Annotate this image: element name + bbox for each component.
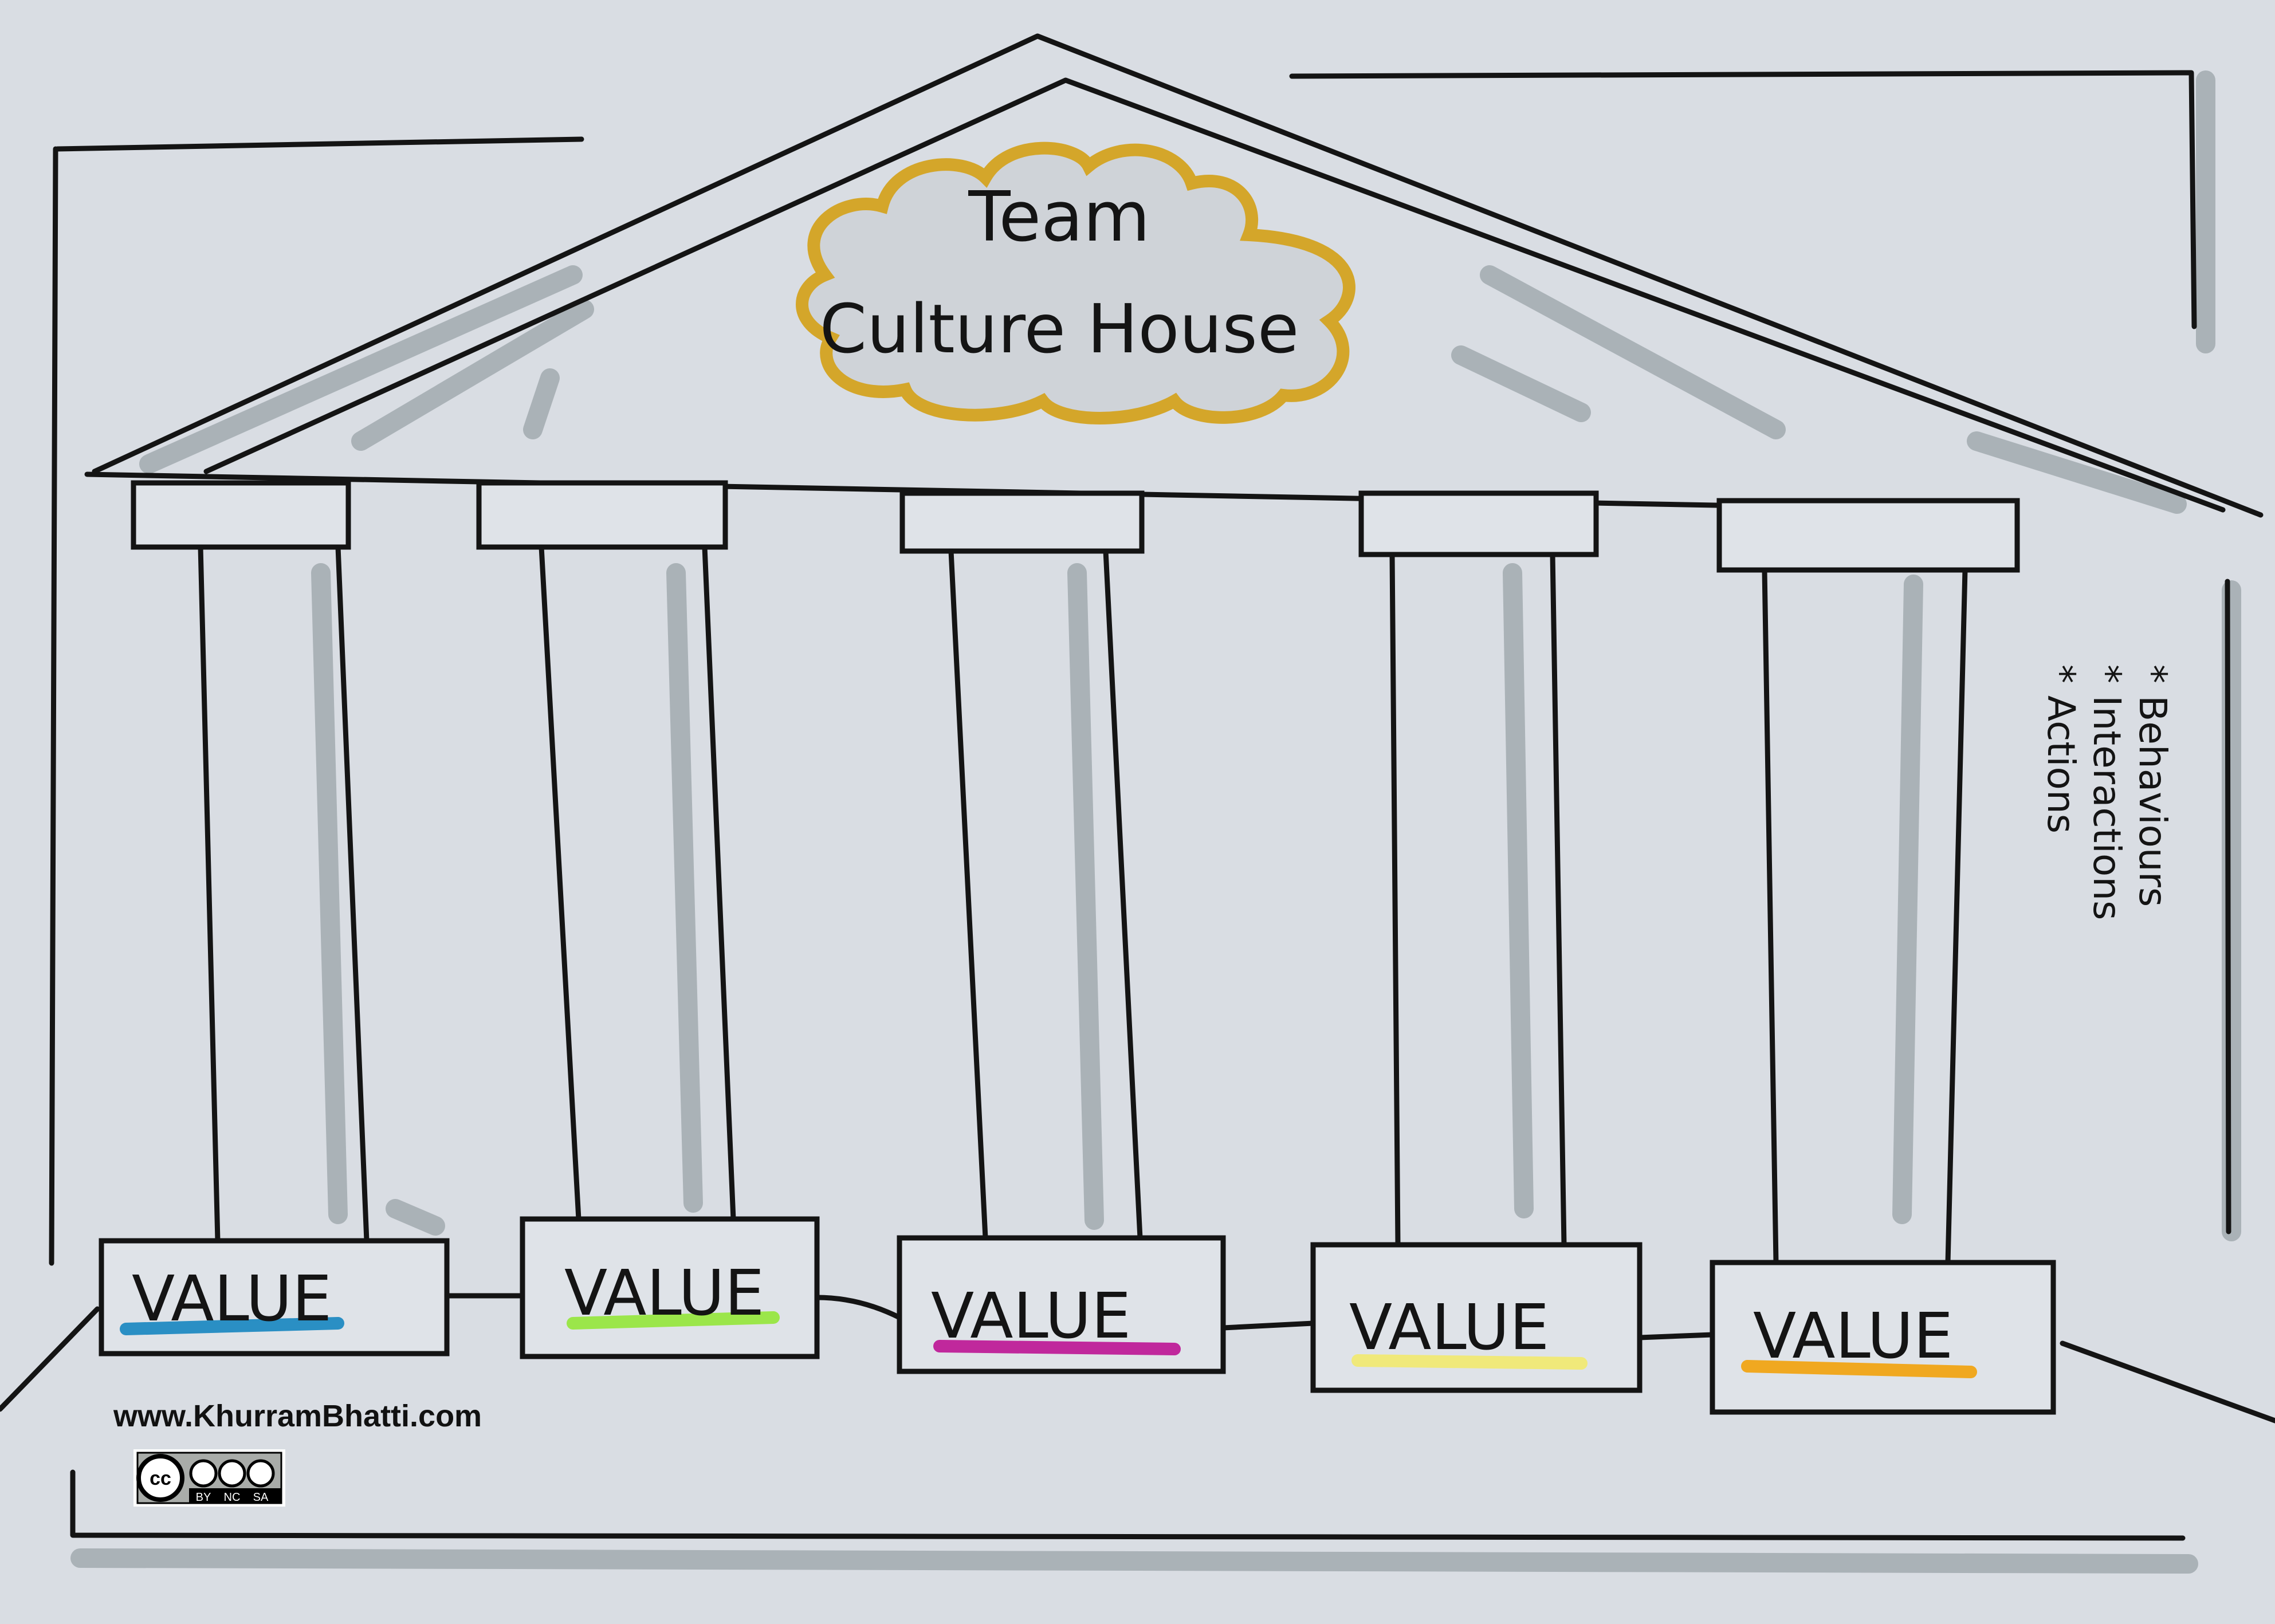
value-box bbox=[520, 1216, 820, 1359]
pillar-capital bbox=[1358, 490, 1599, 557]
value-underline bbox=[567, 1311, 780, 1330]
side-note-behaviours: * Behaviours bbox=[2131, 664, 2175, 907]
pillar-5: VALUE bbox=[1710, 498, 2056, 1415]
value-label: VALUE bbox=[1753, 1299, 1953, 1373]
value-label: VALUE bbox=[1349, 1291, 1549, 1364]
pillar-4: VALUE bbox=[1310, 490, 1643, 1393]
value-label: VALUE bbox=[132, 1262, 332, 1335]
pillar-capital bbox=[899, 490, 1145, 554]
frame-lines bbox=[0, 70, 2275, 1574]
website-link[interactable]: www.KhurramBhatti.com bbox=[113, 1399, 482, 1433]
value-underline bbox=[1351, 1354, 1588, 1370]
value-label: VALUE bbox=[564, 1256, 764, 1330]
value-box bbox=[1710, 1260, 2056, 1415]
value-underline bbox=[120, 1317, 344, 1335]
title-cloud: Team Culture House bbox=[796, 141, 1355, 424]
side-note-interactions: * Interactions bbox=[2085, 664, 2129, 920]
svg-text:cc: cc bbox=[150, 1468, 171, 1489]
side-note-actions: * Actions bbox=[2039, 664, 2083, 833]
pillar-connectors bbox=[444, 1293, 1715, 1340]
pillar-3: VALUE bbox=[897, 490, 1226, 1374]
value-underline bbox=[933, 1340, 1181, 1355]
value-label: VALUE bbox=[931, 1279, 1131, 1352]
pillar-capital bbox=[131, 480, 351, 550]
pillar-1: VALUE bbox=[99, 480, 450, 1356]
pillar-2: VALUE bbox=[476, 480, 820, 1359]
title-line-1: Team bbox=[968, 178, 1150, 257]
pillar-capital bbox=[476, 480, 728, 550]
by-icon bbox=[189, 1459, 218, 1488]
value-underline bbox=[1741, 1360, 1977, 1378]
title-line-2: Culture House bbox=[820, 289, 1299, 368]
cc-license-badge: cc BY NC SA bbox=[133, 1449, 285, 1507]
pillar-capital bbox=[1716, 498, 2020, 573]
svg-text:NC: NC bbox=[224, 1491, 241, 1504]
cc-icon bbox=[136, 1454, 184, 1502]
value-box bbox=[99, 1238, 450, 1356]
svg-text:SA: SA bbox=[253, 1491, 269, 1504]
svg-text:BY: BY bbox=[196, 1491, 211, 1504]
nc-icon bbox=[218, 1459, 246, 1488]
side-notes: * Behaviours * Interactions * Actions bbox=[2039, 664, 2175, 920]
sa-icon bbox=[246, 1459, 275, 1488]
